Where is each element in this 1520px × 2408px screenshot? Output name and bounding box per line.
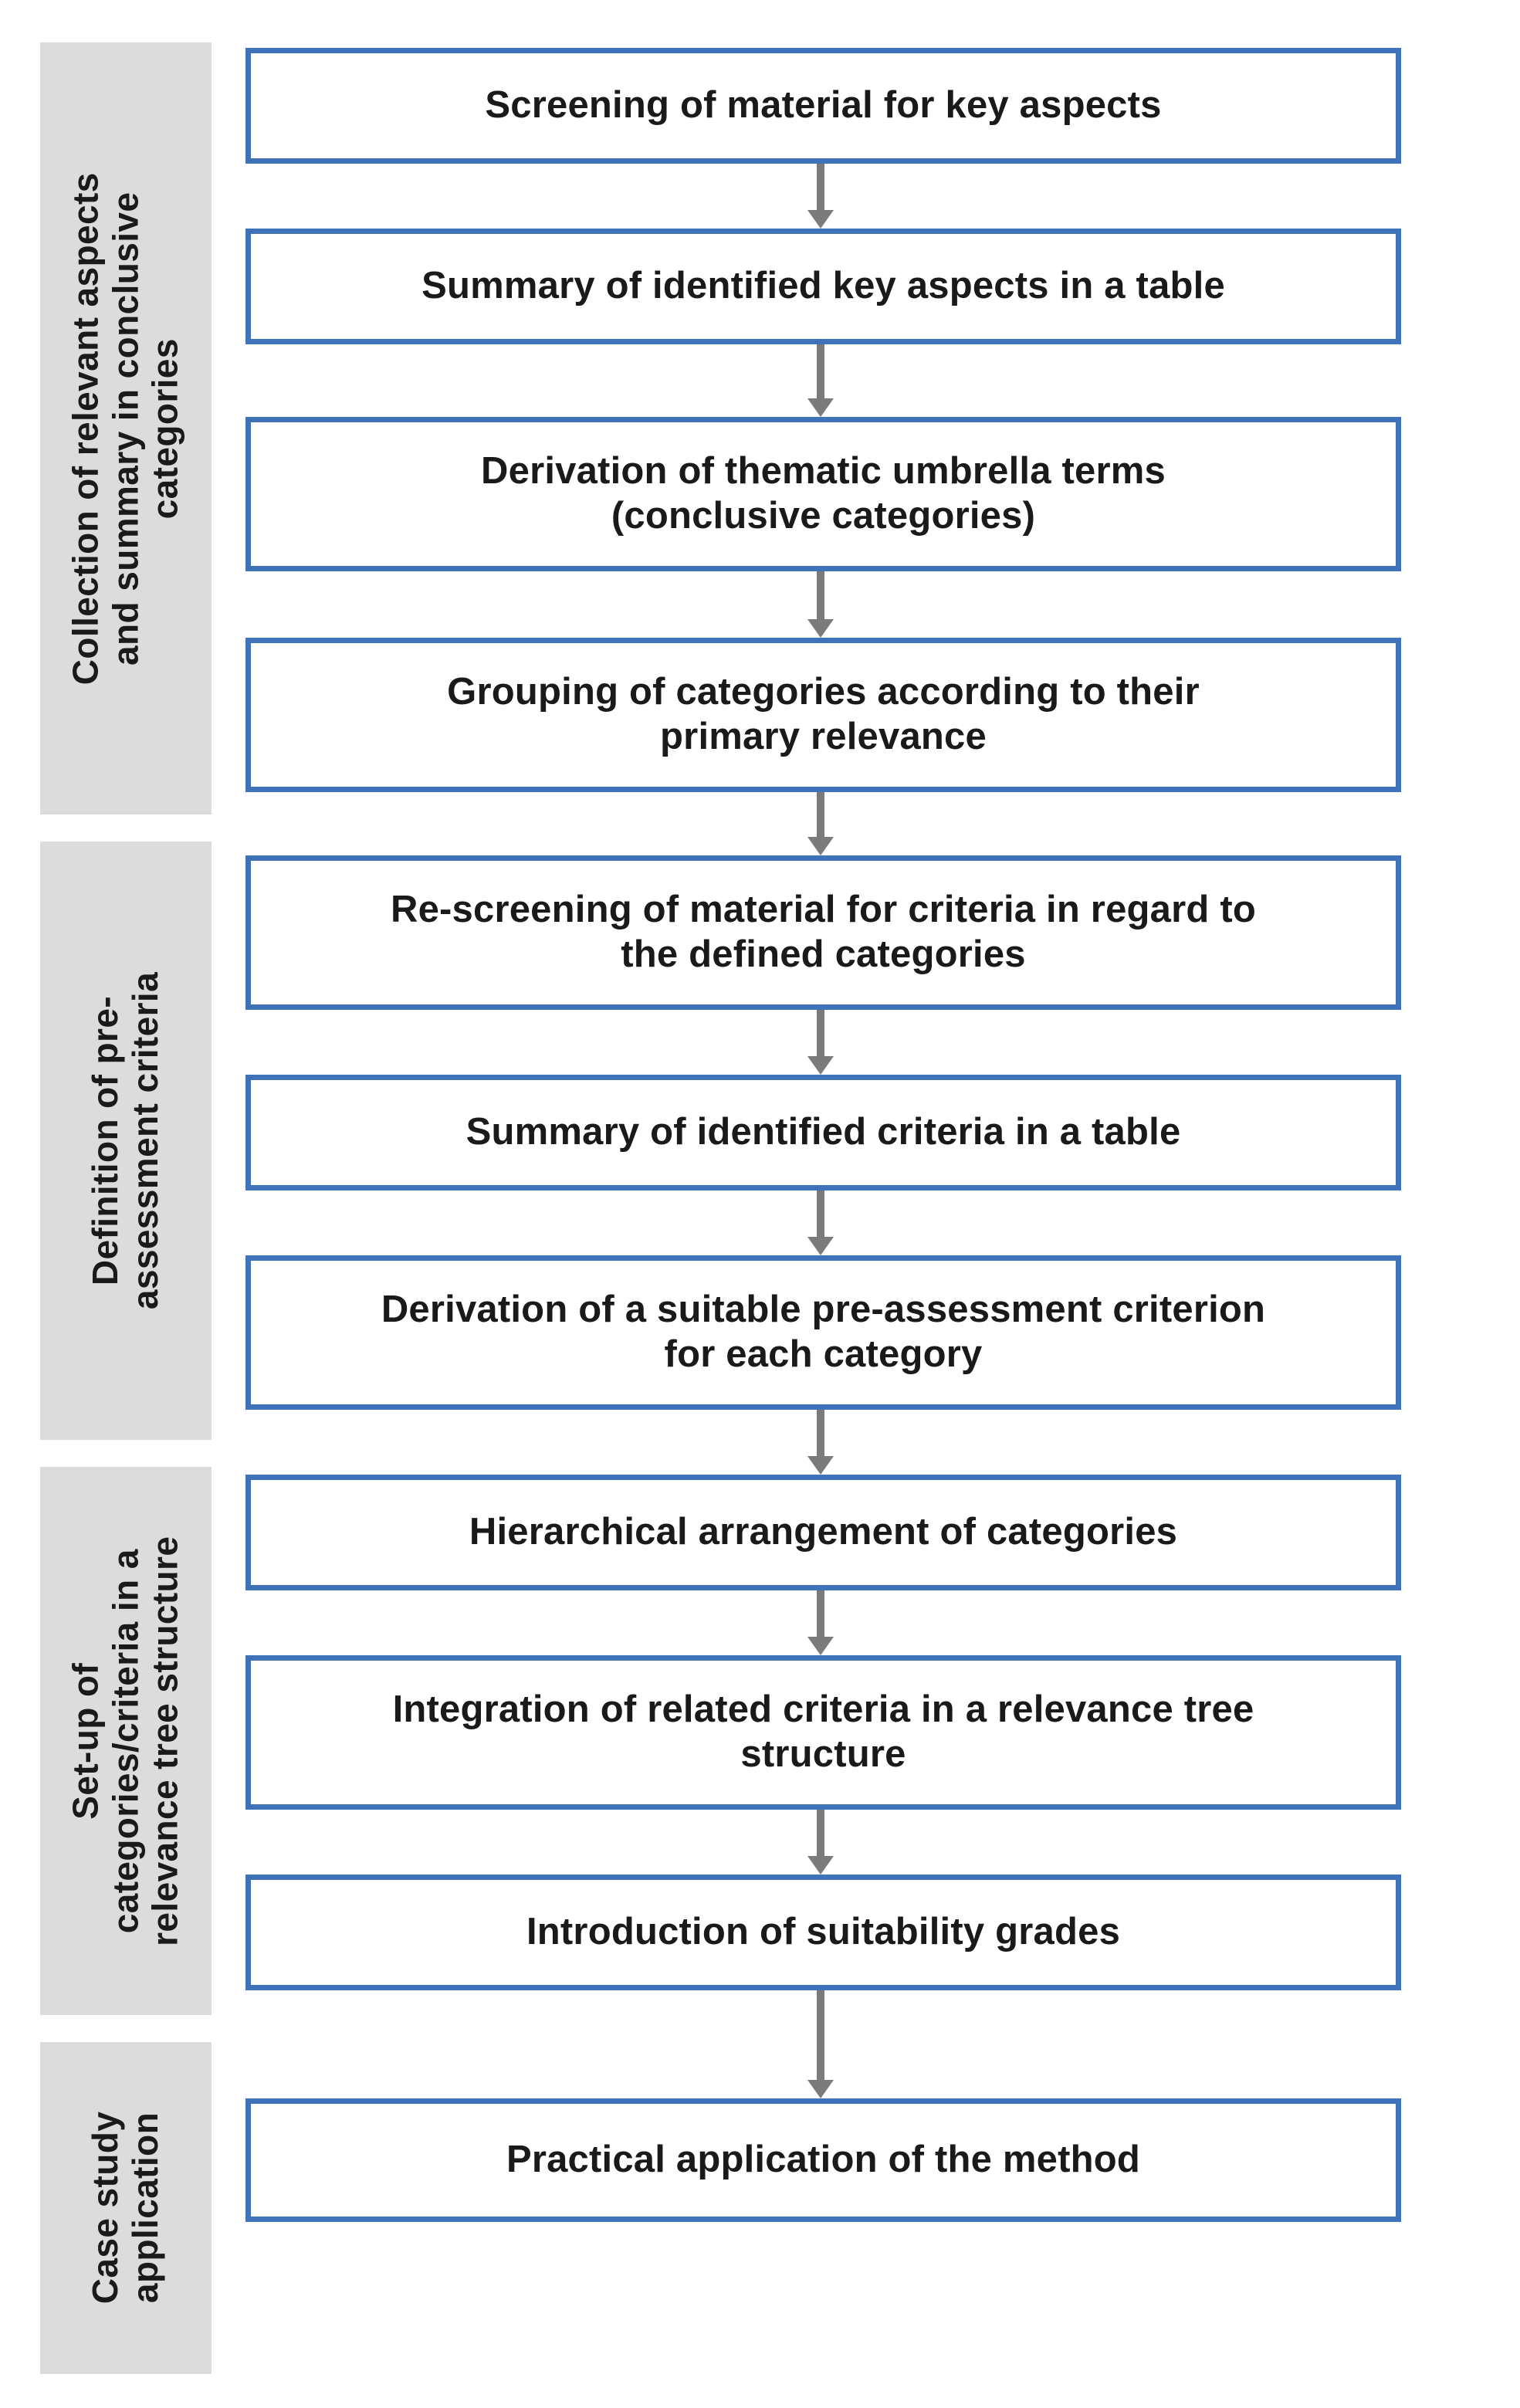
process-step-label-line: primary relevance [660,716,987,757]
arrow-shaft [817,1190,824,1238]
phase-label-line: Set-up of [65,1662,106,1820]
process-step-box[interactable]: Grouping of categories according to thei… [245,638,1401,792]
connector-arrow [807,164,834,229]
process-step-label-line: Introduction of suitability grades [526,1911,1121,1953]
phase-label-line: relevance tree structure [144,1536,185,1946]
process-step-box[interactable]: Derivation of a suitable pre-assessment … [245,1255,1401,1410]
phase-band-criteria: Definition of pre-assessment criteria [40,842,212,1440]
process-step-label: Integration of related criteria in a rel… [376,1688,1271,1777]
process-step-label-line: Hierarchical arrangement of categories [469,1511,1178,1553]
arrow-head-down-icon [807,2080,834,2098]
process-step-label: Practical application of the method [489,2138,1157,2183]
phase-label-line: Collection of relevant aspects [65,172,106,685]
process-step-label-line: Derivation of a suitable pre-assessment … [381,1289,1266,1331]
connector-arrow [807,1010,834,1075]
arrow-shaft [817,164,824,212]
process-step-box[interactable]: Integration of related criteria in a rel… [245,1655,1401,1810]
arrow-head-down-icon [807,1456,834,1475]
arrow-shaft [817,571,824,621]
arrow-shaft [817,1410,824,1458]
phase-label-line: categories [144,337,185,520]
connector-arrow [807,344,834,417]
process-step-box[interactable]: Hierarchical arrangement of categories [245,1475,1401,1590]
arrow-shaft [817,1590,824,1638]
connector-arrow [807,1590,834,1655]
process-step-label: Summary of identified criteria in a tabl… [449,1110,1198,1155]
process-step-box[interactable]: Introduction of suitability grades [245,1875,1401,1990]
phase-label-line: application [125,2112,165,2304]
arrow-head-down-icon [807,1056,834,1075]
process-step-box[interactable]: Re-screening of material for criteria in… [245,855,1401,1010]
arrow-head-down-icon [807,1856,834,1875]
arrow-head-down-icon [807,210,834,229]
process-step-label: Derivation of a suitable pre-assessment … [364,1288,1282,1377]
phase-label-line: Definition of pre- [85,995,126,1286]
process-step-label: Hierarchical arrangement of categories [452,1510,1194,1555]
phase-label-line: Case study [85,2112,126,2305]
process-step-label: Screening of material for key aspects [468,83,1178,128]
process-step-label-line: Screening of material for key aspects [485,84,1162,127]
process-step-label: Grouping of categories according to thei… [430,670,1217,760]
process-step-label: Derivation of thematic umbrella terms(co… [464,449,1183,539]
arrow-head-down-icon [807,619,834,638]
connector-arrow [807,571,834,638]
process-step-label-line: Summary of identified key aspects in a t… [421,265,1225,307]
process-step-box[interactable]: Summary of identified key aspects in a t… [245,229,1401,344]
phase-label-line: assessment criteria [125,971,165,1310]
process-step-label: Summary of identified key aspects in a t… [405,264,1242,309]
process-step-label: Re-screening of material for criteria in… [374,888,1273,977]
phase-label-line: categories/criteria in a [105,1549,146,1933]
process-step-label-line: Re-screening of material for criteria in… [391,889,1256,931]
process-step-label-line: structure [740,1733,906,1775]
arrow-shaft [817,1810,824,1858]
arrow-head-down-icon [807,398,834,417]
process-step-label-line: (conclusive categories) [611,495,1036,537]
arrow-head-down-icon [807,1637,834,1655]
connector-arrow [807,1810,834,1875]
connector-arrow [807,792,834,855]
connector-arrow [807,1990,834,2098]
process-step-label-line: Grouping of categories according to thei… [447,671,1200,713]
arrow-head-down-icon [807,837,834,855]
process-step-label-line: Summary of identified criteria in a tabl… [465,1111,1181,1153]
arrow-shaft [817,1010,824,1058]
process-step-box[interactable]: Derivation of thematic umbrella terms(co… [245,417,1401,571]
arrow-shaft [817,344,824,400]
process-step-box[interactable]: Practical application of the method [245,2098,1401,2222]
process-step-label-line: Integration of related criteria in a rel… [392,1688,1254,1731]
process-step-label-line: for each category [664,1333,983,1375]
arrow-head-down-icon [807,1237,834,1255]
process-step-label-line: the defined categories [621,933,1026,975]
connector-arrow [807,1410,834,1475]
process-step-box[interactable]: Summary of identified criteria in a tabl… [245,1075,1401,1190]
process-step-label-line: Practical application of the method [506,2139,1141,2181]
phase-label-line: and summary in conclusive [105,191,146,666]
process-step-label: Introduction of suitability grades [509,1910,1137,1955]
arrow-shaft [817,792,824,838]
connector-arrow [807,1190,834,1255]
phase-band-label: Definition of pre-assessment criteria [85,971,165,1310]
process-step-box[interactable]: Screening of material for key aspects [245,48,1401,164]
arrow-shaft [817,1990,824,2081]
process-step-label-line: Derivation of thematic umbrella terms [481,450,1166,493]
